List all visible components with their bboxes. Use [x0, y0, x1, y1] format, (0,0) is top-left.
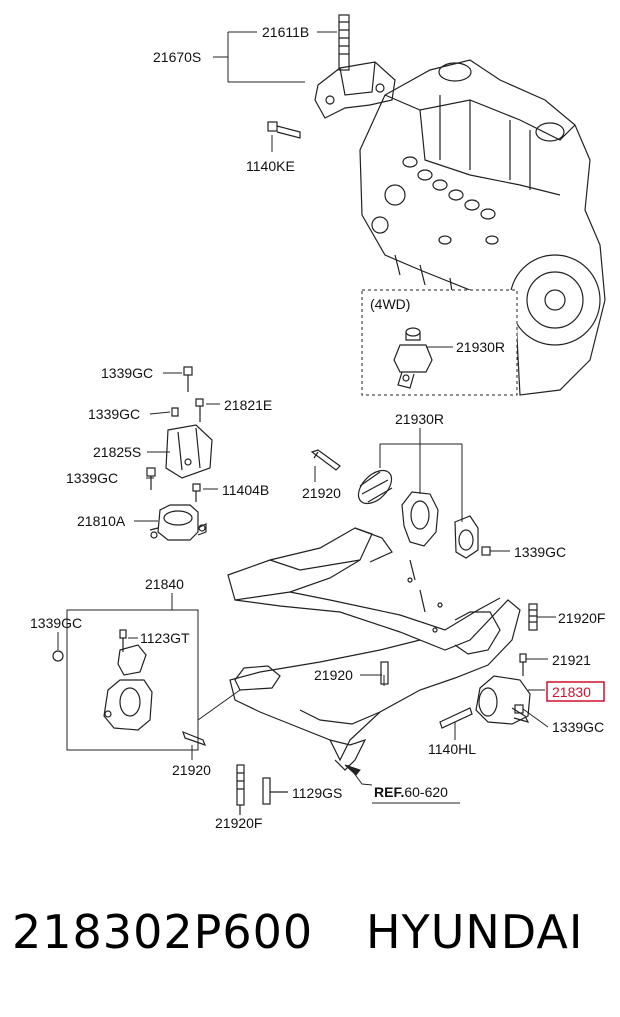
brand-name: HYUNDAI	[366, 905, 584, 959]
label-21921: 21921	[552, 652, 591, 668]
label-21930r-4wd: 21930R	[456, 339, 505, 355]
label-21821e: 21821E	[224, 397, 272, 413]
ref-60-620-leader	[344, 764, 460, 804]
label-21920-c: 21920	[314, 667, 353, 683]
label-1140hl: 1140HL	[428, 741, 476, 757]
bracket-21840-illustration	[52, 629, 207, 747]
mount-4wd-illustration	[393, 327, 433, 389]
bolts-lower	[236, 764, 288, 815]
leader-lines-left-mount	[134, 372, 220, 522]
label-1339gc-b: 1339GC	[88, 406, 140, 422]
4wd-variant-box	[361, 289, 518, 396]
mount-21810a-illustration	[146, 366, 213, 541]
label-21810a: 21810A	[77, 513, 126, 529]
label-1123gt: 1123GT	[140, 630, 190, 646]
label-21830: 21830	[552, 684, 591, 700]
leader-lines-top	[213, 31, 337, 152]
label-21920f-a: 21920F	[558, 610, 605, 626]
label-21930r: 21930R	[395, 411, 444, 427]
mount-21930r-illustration	[310, 449, 491, 559]
label-1339gc-a: 1339GC	[101, 365, 153, 381]
label-11404b: 11404B	[222, 482, 269, 498]
ref-prefix: REF.	[374, 784, 404, 800]
ref-label: REF.60-620	[374, 784, 448, 800]
label-1339gc-d: 1339GC	[514, 544, 566, 560]
label-21920f-b: 21920F	[215, 815, 262, 831]
label-21825s: 21825S	[93, 444, 141, 460]
label-21611b: 21611B	[262, 24, 309, 40]
label-21840: 21840	[145, 576, 184, 592]
label-1339gc-c: 1339GC	[66, 470, 118, 486]
bolt-21920-center	[380, 661, 389, 685]
label-4wd: (4WD)	[370, 296, 410, 312]
bracket-21840-box	[66, 593, 241, 751]
bracket-21670s-illustration	[267, 14, 396, 139]
label-1129gs: 1129GS	[292, 785, 342, 801]
highlight-box-21830	[546, 681, 605, 702]
engine-block-illustration	[359, 59, 606, 396]
leader-lines-21840	[57, 632, 193, 760]
label-21920-a: 21920	[302, 485, 341, 501]
ref-number: 60-620	[404, 784, 448, 800]
label-21670s: 21670S	[153, 49, 201, 65]
footer-caption: 218302P600 HYUNDAI	[0, 905, 620, 975]
leader-lines-21930r	[314, 428, 510, 552]
part-number: 218302P600	[12, 905, 314, 959]
engine-mount-parts-diagram: 21611B 21670S 1140KE (4WD) 21930R	[30, 14, 606, 831]
label-1339gc-e: 1339GC	[30, 615, 82, 631]
subframe-crossmember-illustration	[227, 527, 521, 771]
label-21920-b: 21920	[172, 762, 211, 778]
label-1339gc-f: 1339GC	[552, 719, 604, 735]
mount-21830-illustration	[439, 603, 538, 729]
label-1140ke: 1140KE	[246, 158, 295, 174]
